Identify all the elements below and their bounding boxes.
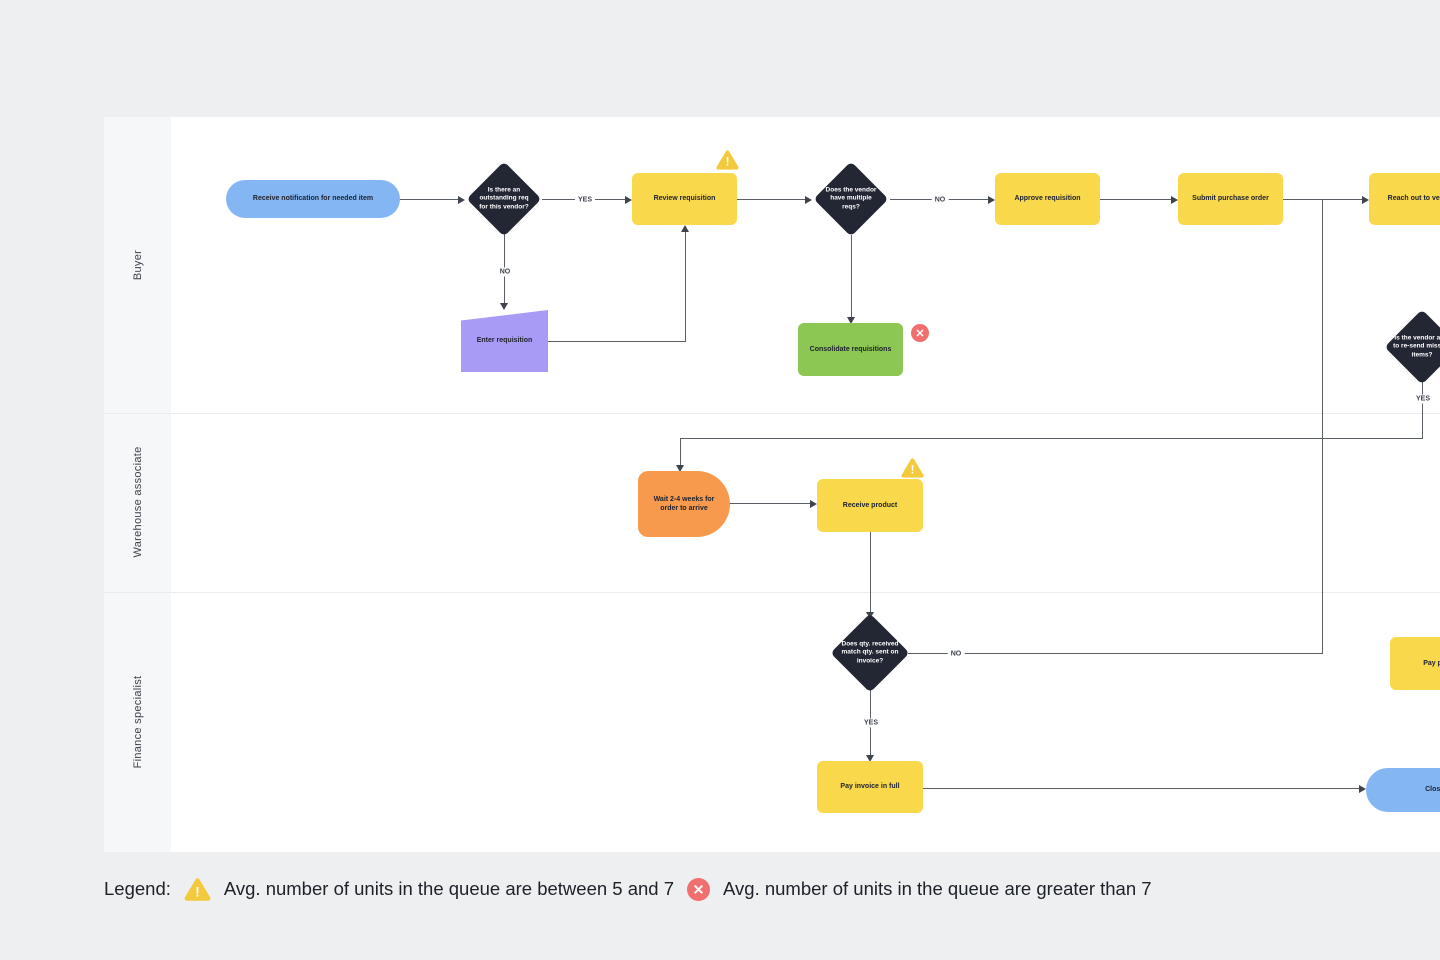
warning-icon: ! [716, 149, 739, 171]
node-label: Pay portion [1423, 659, 1440, 667]
arrowhead [988, 196, 995, 204]
node-label: Submit purchase order [1192, 195, 1269, 203]
lane-label-finance-specialist: Finance specialist [132, 675, 144, 769]
edge-label-yes: YES [574, 195, 596, 205]
arrowhead [866, 755, 874, 762]
svg-text:✕: ✕ [693, 881, 705, 897]
node-close-order[interactable]: Close out order [1366, 768, 1440, 812]
node-consolidate-requisitions[interactable]: Consolidate requisitions [798, 323, 903, 376]
arrowhead [676, 465, 684, 472]
connector [1100, 199, 1172, 200]
node-vendor-multiple-reqs-decision[interactable]: Does the vendor have multiple reqs? [813, 161, 889, 237]
svg-text:✕: ✕ [915, 328, 924, 340]
error-icon: ✕ [911, 324, 929, 342]
arrowhead [1359, 785, 1366, 793]
edge-label-no: NO [931, 195, 949, 205]
node-review-requisition[interactable]: Review requisition [632, 173, 737, 225]
node-label: Wait 2-4 weeks for order to arrive [653, 495, 715, 512]
svg-text:!: ! [726, 157, 730, 169]
lane-label-buyer: Buyer [132, 249, 144, 281]
edge-label-no: NO [496, 267, 514, 277]
lane-label-warehouse-associate: Warehouse associate [132, 446, 144, 558]
arrowhead [847, 317, 855, 324]
node-qty-match-decision[interactable]: Does qty. received match qty. sent on in… [830, 613, 910, 693]
node-label: Is the vendor able to re-send missing it… [1393, 334, 1440, 359]
legend-title: Legend: [104, 878, 171, 899]
connector [1322, 199, 1323, 653]
node-label: Receive product [842, 501, 898, 509]
arrowhead [500, 303, 508, 310]
lane-divider [104, 413, 1440, 414]
node-receive-product[interactable]: Receive product [817, 479, 923, 532]
connector [851, 235, 852, 317]
node-approve-requisition[interactable]: Approve requisition [995, 173, 1100, 225]
arrowhead [810, 500, 817, 508]
node-label: Reach out to vendor [1387, 195, 1440, 203]
arrowhead [1171, 196, 1178, 204]
error-icon: ✕ [687, 877, 711, 901]
node-pay-portion[interactable]: Pay portion [1390, 637, 1440, 690]
svg-text:!: ! [195, 884, 200, 899]
edge-label-yes: YES [1412, 394, 1434, 404]
node-label: Is there an outstanding req for this ven… [479, 186, 529, 211]
legend-warning-text: Avg. number of units in the queue are be… [223, 878, 675, 899]
diagram-canvas [104, 117, 1440, 852]
connector [908, 653, 1323, 654]
edge-label-yes: YES [860, 718, 882, 728]
warning-icon: ! [901, 457, 924, 479]
lane-divider [104, 592, 1440, 593]
node-label: Approve requisition [1014, 195, 1081, 203]
node-vendor-resend-decision[interactable]: Is the vendor able to re-send missing it… [1384, 309, 1440, 385]
arrowhead [1362, 196, 1369, 204]
node-receive-notification[interactable]: Receive notification for needed item [226, 180, 400, 218]
arrowhead [805, 196, 812, 204]
connector [384, 199, 458, 200]
connector [685, 231, 686, 341]
edge-label-no: NO [947, 649, 965, 659]
node-label: Receive notification for needed item [252, 195, 374, 203]
legend: Legend: ! Avg. number of units in the qu… [104, 873, 1152, 905]
connector [923, 788, 1360, 789]
node-label: Consolidate requisitions [809, 345, 892, 353]
node-outstanding-req-decision[interactable]: Is there an outstanding req for this ven… [466, 161, 542, 237]
node-label: Does qty. received match qty. sent on in… [841, 640, 899, 665]
node-enter-requisition[interactable]: Enter requisition [461, 310, 548, 372]
arrowhead [681, 225, 689, 232]
connector [870, 532, 871, 612]
connector [718, 503, 811, 504]
svg-text:!: ! [911, 465, 915, 477]
node-label: Close out order [1425, 786, 1440, 794]
warning-icon: ! [184, 877, 211, 902]
arrowhead [625, 196, 632, 204]
arrowhead [458, 196, 465, 204]
node-submit-purchase-order[interactable]: Submit purchase order [1178, 173, 1283, 225]
connector [680, 438, 1423, 439]
connector [548, 341, 686, 342]
lane-header-column [104, 117, 171, 852]
node-label: Review requisition [653, 195, 716, 203]
node-label: Pay invoice in full [840, 783, 900, 791]
connector [737, 199, 806, 200]
node-label: Does the vendor have multiple reqs? [825, 186, 877, 211]
node-pay-invoice-in-full[interactable]: Pay invoice in full [817, 761, 923, 813]
node-label: Enter requisition [476, 337, 533, 345]
node-reach-out-vendor[interactable]: Reach out to vendor [1369, 173, 1440, 225]
node-wait-2-4-weeks[interactable]: Wait 2-4 weeks for order to arrive [638, 471, 730, 537]
connector [1422, 373, 1423, 438]
connector [680, 438, 681, 465]
legend-error-text: Avg. number of units in the queue are gr… [723, 878, 1152, 899]
